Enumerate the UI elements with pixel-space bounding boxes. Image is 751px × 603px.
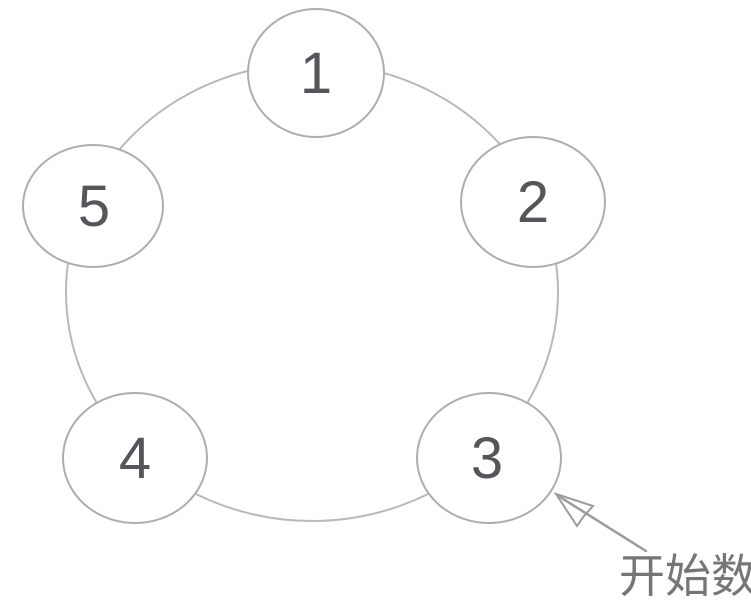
node-5-circle: [22, 144, 164, 268]
node-2-circle: [460, 136, 606, 268]
start-counting-label: 开始数: [619, 550, 751, 602]
node-1-label: 1: [300, 41, 332, 106]
node-4-circle: [62, 392, 208, 524]
node-1: 1: [247, 8, 385, 138]
node-2-label: 2: [517, 170, 549, 235]
node-3-label: 3: [471, 426, 503, 491]
node-4-label: 4: [119, 426, 151, 491]
node-3-circle: [416, 392, 562, 524]
start-arrow: [553, 492, 648, 553]
node-5: 5: [22, 144, 164, 268]
node-1-circle: [247, 8, 385, 138]
node-2: 2: [460, 136, 606, 268]
node-3: 3: [416, 392, 562, 524]
node-5-label: 5: [78, 174, 110, 239]
node-4: 4: [62, 392, 208, 524]
start-arrow-head-icon: [553, 492, 595, 528]
start-arrow-shaft: [558, 495, 648, 553]
